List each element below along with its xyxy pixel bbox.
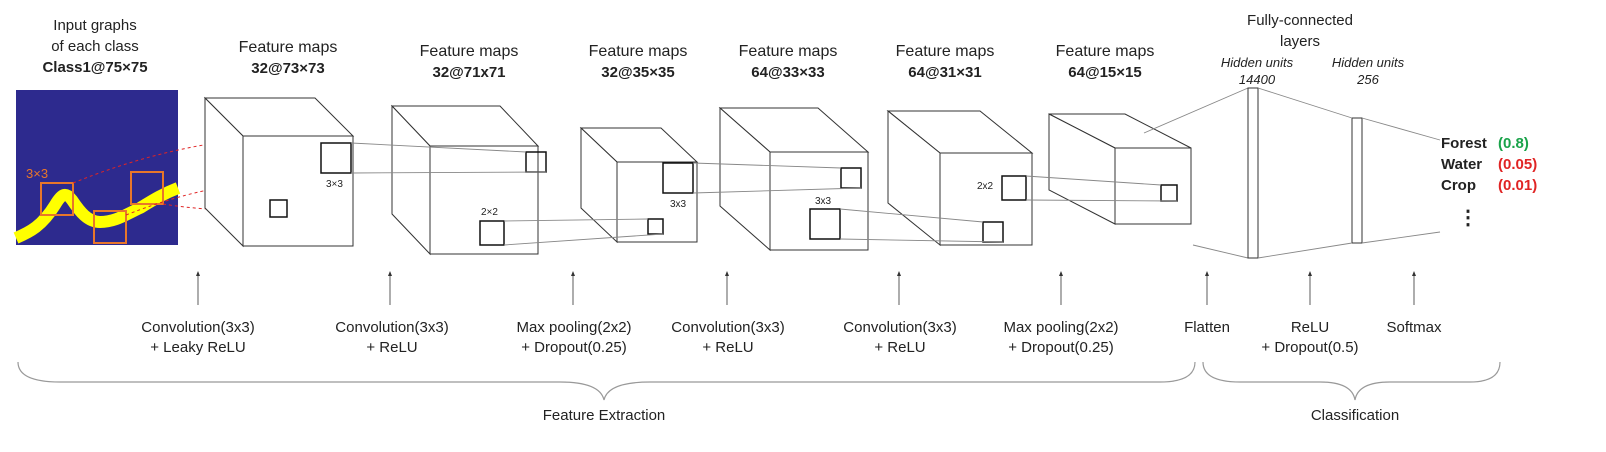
feature-map-cube-5 bbox=[886, 109, 1034, 247]
input-title-line2: of each class bbox=[51, 38, 139, 55]
op4-line1: Convolution(3x3) bbox=[671, 319, 784, 336]
output-crop-label: Crop bbox=[1441, 177, 1476, 194]
fm4-kernel-box bbox=[809, 208, 841, 240]
op3-line1: Max pooling(2x2) bbox=[516, 319, 631, 336]
fm5-title: Feature maps bbox=[896, 43, 995, 60]
conn-line bbox=[503, 233, 664, 246]
classification-label: Classification bbox=[1311, 407, 1399, 424]
cube-front-face bbox=[1114, 147, 1192, 225]
fc-layers bbox=[1247, 87, 1441, 259]
hidden-layer-1 bbox=[1247, 87, 1259, 259]
op6-line1: Max pooling(2x2) bbox=[1003, 319, 1118, 336]
fm2-title: Feature maps bbox=[420, 43, 519, 60]
input-kernel-box-1 bbox=[40, 182, 74, 216]
conn-line bbox=[1025, 199, 1178, 202]
cube-front-face bbox=[616, 161, 698, 243]
fm5-kernel-label: 2x2 bbox=[977, 181, 994, 192]
op5-line2: + ReLU bbox=[874, 339, 925, 356]
output-water-label: Water bbox=[1441, 156, 1482, 173]
op8-line2: + Dropout(0.5) bbox=[1261, 339, 1358, 356]
input-kernel-box-3 bbox=[130, 171, 164, 205]
input-kernel-box-2 bbox=[93, 210, 127, 244]
conn-line bbox=[503, 218, 649, 222]
fc-title-line2: layers bbox=[1280, 33, 1320, 50]
hidden1-value: 14400 bbox=[1239, 72, 1276, 87]
feature-extraction-brace bbox=[17, 361, 1196, 401]
conn-line bbox=[350, 142, 527, 153]
fm1-kernel-box bbox=[320, 142, 352, 174]
cube-front-face bbox=[769, 151, 869, 251]
conn-line bbox=[692, 187, 862, 194]
hidden2-value: 256 bbox=[1356, 72, 1379, 87]
op7-line1: Flatten bbox=[1184, 319, 1230, 336]
operation-arrows bbox=[196, 271, 1416, 305]
hidden2-label: Hidden units bbox=[1332, 55, 1405, 70]
fc-title-line1: Fully-connected bbox=[1247, 12, 1353, 29]
conn-line bbox=[1143, 87, 1249, 134]
cube-front-face bbox=[429, 145, 539, 255]
fm6-dims: 64@15×15 bbox=[1068, 64, 1141, 81]
fm2-kernel-box bbox=[479, 220, 505, 246]
input-title-line1: Input graphs bbox=[53, 17, 136, 34]
op9-line1: Softmax bbox=[1386, 319, 1442, 336]
op2-line2: + ReLU bbox=[366, 339, 417, 356]
fm5-dims: 64@31×31 bbox=[908, 64, 981, 81]
op8-line1: ReLU bbox=[1291, 319, 1329, 336]
hidden-layer-2 bbox=[1351, 117, 1363, 244]
conn-line bbox=[839, 208, 984, 223]
fm1-target-box bbox=[269, 199, 288, 218]
output-crop-prob: (0.01) bbox=[1498, 177, 1537, 194]
fm4-title: Feature maps bbox=[739, 43, 838, 60]
input-title-line3: Class1@75×75 bbox=[42, 59, 147, 76]
output-water-prob: (0.05) bbox=[1498, 156, 1537, 173]
op5-line1: Convolution(3x3) bbox=[843, 319, 956, 336]
fm2-kernel-label: 2×2 bbox=[481, 207, 498, 218]
classification-brace bbox=[1202, 361, 1501, 401]
feature-map-cube-2 bbox=[390, 104, 540, 256]
feature-map-cube-4 bbox=[718, 106, 870, 252]
conn-line bbox=[692, 162, 842, 169]
kernel-arrow-3 bbox=[162, 203, 241, 213]
op3-line2: + Dropout(0.25) bbox=[521, 339, 626, 356]
input-kernel-label: 3×3 bbox=[26, 166, 48, 181]
feature-map-cubes bbox=[203, 96, 1192, 256]
conn-line bbox=[1192, 244, 1249, 259]
feature-map-cube-3 bbox=[579, 126, 699, 244]
fm3-kernel-box bbox=[662, 162, 694, 194]
fm6-title: Feature maps bbox=[1056, 43, 1155, 60]
fm5-kernel-box bbox=[1001, 175, 1027, 201]
fm4-dims: 64@33×33 bbox=[751, 64, 824, 81]
fm1-title: Feature maps bbox=[239, 39, 338, 56]
cube-front-face bbox=[939, 152, 1033, 246]
op2-line1: Convolution(3x3) bbox=[335, 319, 448, 336]
fm3-dims: 32@35×35 bbox=[601, 64, 674, 81]
conn-line bbox=[1025, 175, 1162, 186]
cube-front-face bbox=[242, 135, 354, 247]
output-ellipsis: ⋮ bbox=[1458, 207, 1478, 229]
hidden1-label: Hidden units bbox=[1221, 55, 1294, 70]
conn-line bbox=[350, 171, 547, 174]
op4-line2: + ReLU bbox=[702, 339, 753, 356]
fm3-target-box bbox=[647, 218, 664, 235]
fm1-kernel-label: 3×3 bbox=[326, 179, 343, 190]
input-graph-image: 3×3 bbox=[13, 90, 181, 245]
fm3-kernel-label: 3x3 bbox=[670, 199, 687, 210]
fm1-dims: 32@73×73 bbox=[251, 60, 324, 77]
fm2-dims: 32@71x71 bbox=[432, 64, 505, 81]
op1-line1: Convolution(3x3) bbox=[141, 319, 254, 336]
conn-line bbox=[839, 238, 1004, 243]
kernel-arrow-2 bbox=[125, 182, 241, 216]
op1-line2: + Leaky ReLU bbox=[150, 339, 245, 356]
feature-extraction-label: Feature Extraction bbox=[543, 407, 666, 424]
feature-map-cube-6 bbox=[1048, 113, 1192, 225]
output-forest-prob: (0.8) bbox=[1498, 135, 1529, 152]
feature-map-cube-1 bbox=[203, 96, 355, 248]
fm3-title: Feature maps bbox=[589, 43, 688, 60]
output-forest-label: Forest bbox=[1441, 135, 1487, 152]
fm4-kernel-label: 3x3 bbox=[815, 196, 832, 207]
op6-line2: + Dropout(0.25) bbox=[1008, 339, 1113, 356]
